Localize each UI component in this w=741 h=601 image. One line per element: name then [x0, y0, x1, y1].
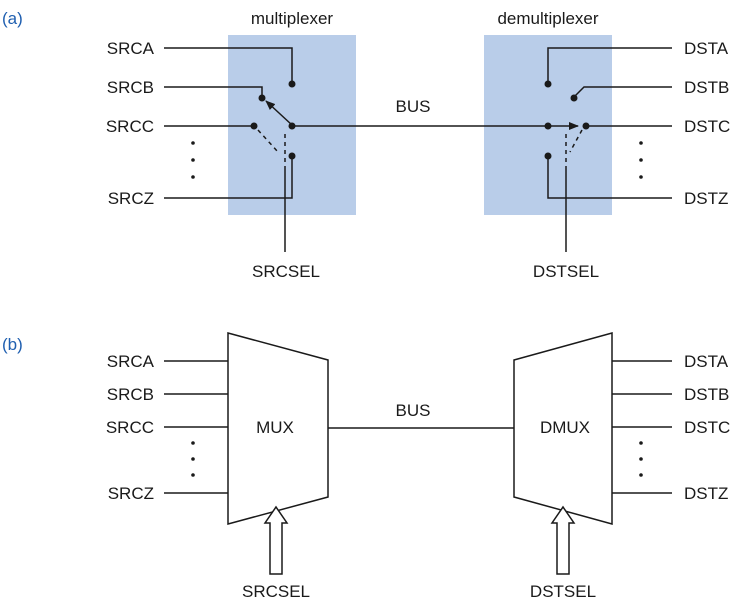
- dest-label-c: DSTC: [684, 117, 730, 136]
- part-a-tag: (a): [2, 9, 23, 28]
- source-label-a: SRCA: [107, 352, 155, 371]
- ellipsis-dot: [639, 158, 643, 162]
- dstsel-bus-arrow: [550, 505, 576, 575]
- part-b-tag: (b): [2, 335, 23, 354]
- dest-label-c: DSTC: [684, 418, 730, 437]
- dest-label-b: DSTB: [684, 78, 729, 97]
- source-wire-z: [164, 158, 293, 199]
- ellipsis-dot: [191, 473, 195, 477]
- dest-contact-c: [582, 122, 590, 130]
- demux-label: DMUX: [540, 418, 590, 437]
- dstsel-label: DSTSEL: [533, 262, 599, 281]
- dest-label-b: DSTB: [684, 385, 729, 404]
- source-label-z: SRCZ: [108, 484, 154, 503]
- ellipsis-dot: [639, 175, 643, 179]
- ellipsis-dot: [639, 141, 643, 145]
- source-label-a: SRCA: [107, 39, 155, 58]
- source-contact-c: [250, 122, 258, 130]
- dest-contact-z: [544, 152, 552, 160]
- source-label-z: SRCZ: [108, 189, 154, 208]
- dest-wire-a: [547, 47, 672, 84]
- source-label-b: SRCB: [107, 385, 154, 404]
- dstsel-label: DSTSEL: [530, 582, 596, 601]
- bus-label: BUS: [396, 97, 431, 116]
- dest-label-a: DSTA: [684, 39, 729, 58]
- dest-label-a: DSTA: [684, 352, 729, 371]
- dest-contact-b: [570, 94, 578, 102]
- srcsel-bus-arrow: [263, 505, 289, 575]
- dest-wire-z: [547, 158, 672, 199]
- bus-label: BUS: [396, 401, 431, 420]
- srcsel-label: SRCSEL: [252, 262, 320, 281]
- source-contact-b: [258, 94, 266, 102]
- ellipsis-dot: [191, 441, 195, 445]
- source-label-c: SRCC: [106, 418, 154, 437]
- source-wire-a: [164, 47, 293, 84]
- dest-wire-b: [573, 86, 672, 98]
- mux-dotted-guide: [257, 129, 279, 153]
- part-a: (a) multiplexer demultiplexer SRCA SRCB …: [2, 9, 730, 281]
- part-b: (b) MUX DMUX SRCA SRCB SRCC SRCZ BUS DST…: [2, 332, 730, 601]
- ellipsis-dot: [639, 441, 643, 445]
- multiplexer-title: multiplexer: [251, 9, 334, 28]
- source-contact-z: [288, 152, 296, 160]
- demultiplexer-title: demultiplexer: [497, 9, 598, 28]
- mux-block: [227, 332, 329, 525]
- mux-label: MUX: [256, 418, 294, 437]
- ellipsis-dot: [639, 473, 643, 477]
- dest-label-z: DSTZ: [684, 189, 728, 208]
- ellipsis-dot: [191, 141, 195, 145]
- source-wire-b: [164, 86, 263, 96]
- ellipsis-dot: [191, 457, 195, 461]
- dest-contact-a: [544, 80, 552, 88]
- source-label-b: SRCB: [107, 78, 154, 97]
- source-contact-a: [288, 80, 296, 88]
- ellipsis-dot: [191, 175, 195, 179]
- ellipsis-dot: [191, 158, 195, 162]
- ellipsis-dot: [639, 457, 643, 461]
- dest-label-z: DSTZ: [684, 484, 728, 503]
- source-label-c: SRCC: [106, 117, 154, 136]
- demux-block: [513, 332, 613, 525]
- mux-switch-arm: [265, 100, 293, 126]
- srcsel-label: SRCSEL: [242, 582, 310, 601]
